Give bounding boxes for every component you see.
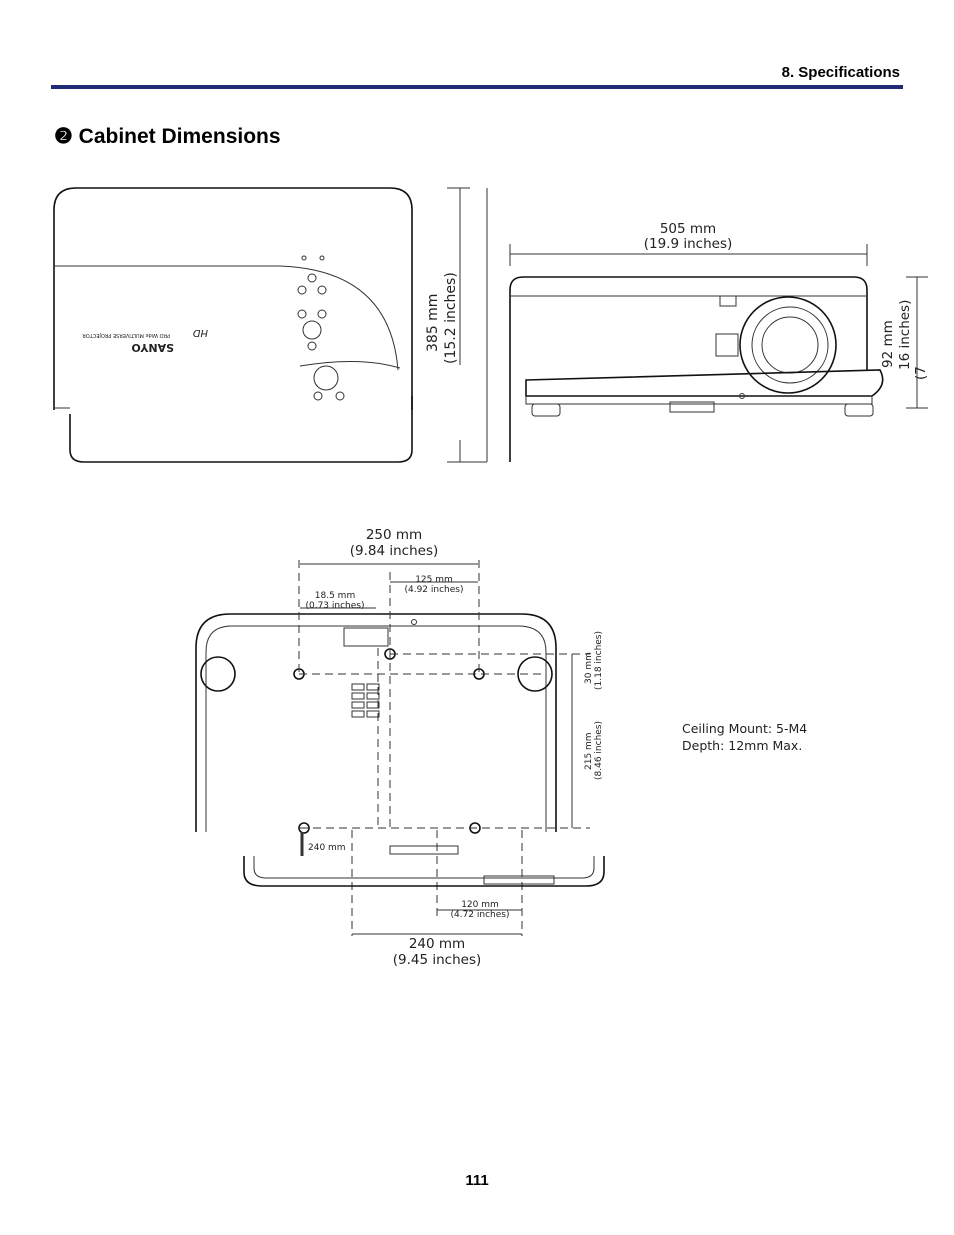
span-185-in: (0.73 inches) (305, 601, 364, 611)
model-badge: HD (192, 327, 208, 338)
mount-spec: Ceiling Mount: 5-M4 (682, 721, 808, 736)
page-number: 111 (465, 1172, 489, 1189)
lens-outer (739, 296, 837, 394)
bottom-label-plate (343, 627, 389, 647)
bottom-foot-left (200, 656, 236, 692)
front-width-mm: 505 mm (660, 221, 716, 237)
span-240-in: (9.45 inches) (393, 952, 482, 968)
lens-inner (761, 316, 819, 374)
span-125-in: (4.92 inches) (404, 585, 463, 595)
mount-hole (298, 822, 310, 834)
header-section-title: 8. Specifications (781, 64, 900, 81)
title-bullet: ❷ (54, 125, 73, 148)
control-panel-buttons (297, 255, 345, 401)
bottom-base (243, 856, 605, 887)
bottom-foot-right (517, 656, 553, 692)
foot-center (669, 401, 715, 413)
vent-grid (351, 683, 380, 718)
span-185-mm: 18.5 mm (315, 591, 355, 601)
front-height-clip: (7 (913, 366, 929, 380)
span-215-in: (8.46 inches) (594, 721, 604, 780)
header-rule (51, 85, 903, 89)
front-height-mm: 92 mm (880, 320, 896, 368)
foot-left (531, 403, 561, 417)
top-depth-in: (15.2 inches) (443, 272, 459, 364)
top-view-panel (54, 265, 399, 371)
span-30-in: (1.18 inches) (594, 631, 604, 690)
front-view: 505 mm (19.9 inches) 92 mm 16 inches) (7 (509, 221, 929, 462)
span-30-mm: 30 mm (584, 652, 594, 684)
title-text: Cabinet Dimensions (78, 125, 281, 148)
span-240-small: 240 mm (308, 843, 346, 853)
top-view-lens-arc (299, 360, 401, 369)
brand-logo: SANYO (131, 341, 174, 354)
top-view: SANYO HD PRO Wide MULTIVERSE PROJECTOR 3… (53, 187, 488, 463)
mount-depth: Depth: 12mm Max. (682, 738, 803, 753)
span-250-mm: 250 mm (366, 527, 422, 543)
span-125-mm: 125 mm (415, 575, 453, 585)
span-120-mm: 120 mm (461, 900, 499, 910)
model-line: PRO Wide MULTIVERSE PROJECTOR (82, 332, 170, 338)
ceiling-mount-note: Ceiling Mount: 5-M4 Depth: 12mm Max. (682, 720, 807, 754)
span-215-mm: 215 mm (584, 732, 594, 770)
bottom-view: 250 mm (9.84 inches) 125 mm (4.92 inches… (195, 527, 605, 968)
top-view-base (69, 396, 413, 463)
bottom-view-outline (195, 613, 557, 832)
front-bezel (525, 369, 884, 397)
span-250-in: (9.84 inches) (350, 543, 439, 559)
lens-ring (751, 306, 829, 384)
front-width-in: (19.9 inches) (644, 236, 733, 252)
page-title: ❷ Cabinet Dimensions (54, 124, 281, 149)
front-view-outline (509, 276, 868, 462)
top-view-outline (53, 187, 413, 410)
front-height-in: 16 inches) (897, 300, 913, 370)
foot-right (844, 403, 874, 417)
top-depth-mm: 385 mm (425, 294, 441, 352)
span-240-mm: 240 mm (409, 936, 465, 952)
span-120-in: (4.72 inches) (450, 910, 509, 920)
